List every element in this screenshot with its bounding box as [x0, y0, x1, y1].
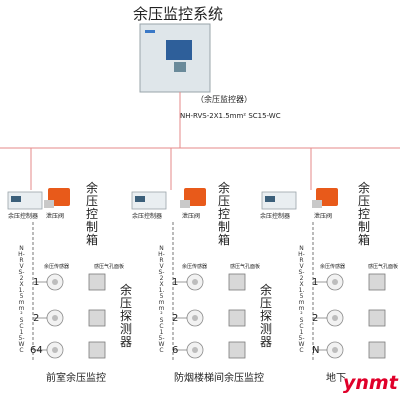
sensor-core-1-1: [52, 279, 58, 285]
detector-label-1: 余压探测器: [120, 283, 133, 349]
controller-label-2: 余压控制器: [132, 213, 163, 220]
valve-label-3: 泄压阀: [314, 213, 333, 220]
sensor-core-1-2: [52, 315, 58, 321]
monitor-screen: [166, 40, 192, 60]
vent-panel-2-1: [228, 273, 246, 291]
diagram-title: 余压监控系统: [133, 5, 224, 23]
controller-display-3: [265, 196, 275, 202]
sensor-core-2-1: [192, 279, 198, 285]
index-2-1: 1: [172, 277, 179, 288]
sensor-core-1-3: [52, 347, 58, 353]
index-2-2: 2: [172, 313, 179, 324]
index-2-n: 6: [172, 345, 179, 356]
sensor-core-3-3: [332, 347, 338, 353]
sensor-header-3: 余压传感器: [320, 264, 346, 270]
valve-label-2: 泄压阀: [182, 213, 201, 220]
index-3-1: 1: [312, 277, 319, 288]
valve-damper-2: [180, 200, 190, 208]
sensor-core-3-1: [332, 279, 338, 285]
vent-panel-1-1: [88, 273, 106, 291]
sensor-header-2: 余压传感器: [182, 264, 208, 270]
main-cable-label: NH-RVS-2X1.5mm² SC15-WC: [180, 112, 281, 120]
monitor-logo: [145, 30, 155, 33]
controller-label-1: 余压控制器: [8, 213, 39, 220]
vent-panel-1-2: [88, 309, 106, 327]
valve-label-1: 泄压阀: [46, 213, 65, 220]
section-label-1: 前室余压监控: [46, 373, 106, 384]
index-1-1: 1: [33, 277, 40, 288]
controller-display-1: [11, 196, 21, 202]
controller-display-2: [135, 196, 145, 202]
cabinet-label-2: 余压控制箱: [218, 181, 231, 247]
vent-panel-3-3: [368, 341, 386, 359]
panel-header-3: 感压气孔面板: [368, 264, 399, 270]
vent-panel-3-2: [368, 309, 386, 327]
main-device-label: （余压监控器）: [196, 95, 252, 104]
vent-panel-3-1: [368, 273, 386, 291]
index-1-2: 2: [33, 313, 40, 324]
vent-panel-1-3: [88, 341, 106, 359]
sensor-core-3-2: [332, 315, 338, 321]
vent-panel-2-3: [228, 341, 246, 359]
cabinet-label-1: 余压控制箱: [86, 181, 99, 247]
watermark-logo: ynmt: [343, 372, 398, 394]
index-3-2: 2: [312, 313, 319, 324]
sensor-header-1: 余压传感器: [44, 264, 70, 270]
sensor-core-2-3: [192, 347, 198, 353]
branch-cable-label-2: NH-RVS-2X1.5mm² SC15-WC: [158, 245, 165, 354]
section-label-2: 防烟楼梯间余压监控: [174, 373, 264, 384]
index-3-n: N: [312, 345, 320, 356]
panel-header-1: 感压气孔面板: [94, 264, 125, 270]
valve-damper-1: [44, 200, 54, 208]
controller-label-3: 余压控制器: [260, 213, 291, 220]
valve-damper-3: [312, 200, 322, 208]
cabinet-label-3: 余压控制箱: [358, 181, 371, 247]
monitor-keypad: [174, 62, 186, 72]
vent-panel-2-2: [228, 309, 246, 327]
index-1-n: 64: [30, 345, 43, 356]
section-label-3: 地下: [326, 373, 346, 384]
detector-label-2: 余压探测器: [260, 283, 273, 349]
branch-cable-label-1: NH-RVS-2X1.5mm² SC15-WC: [18, 245, 25, 354]
branch-cable-label-3: NH-RVS-2X1.5mm² SC15-WC: [298, 245, 305, 354]
sensor-core-2-2: [192, 315, 198, 321]
panel-header-2: 感压气孔面板: [230, 264, 261, 270]
